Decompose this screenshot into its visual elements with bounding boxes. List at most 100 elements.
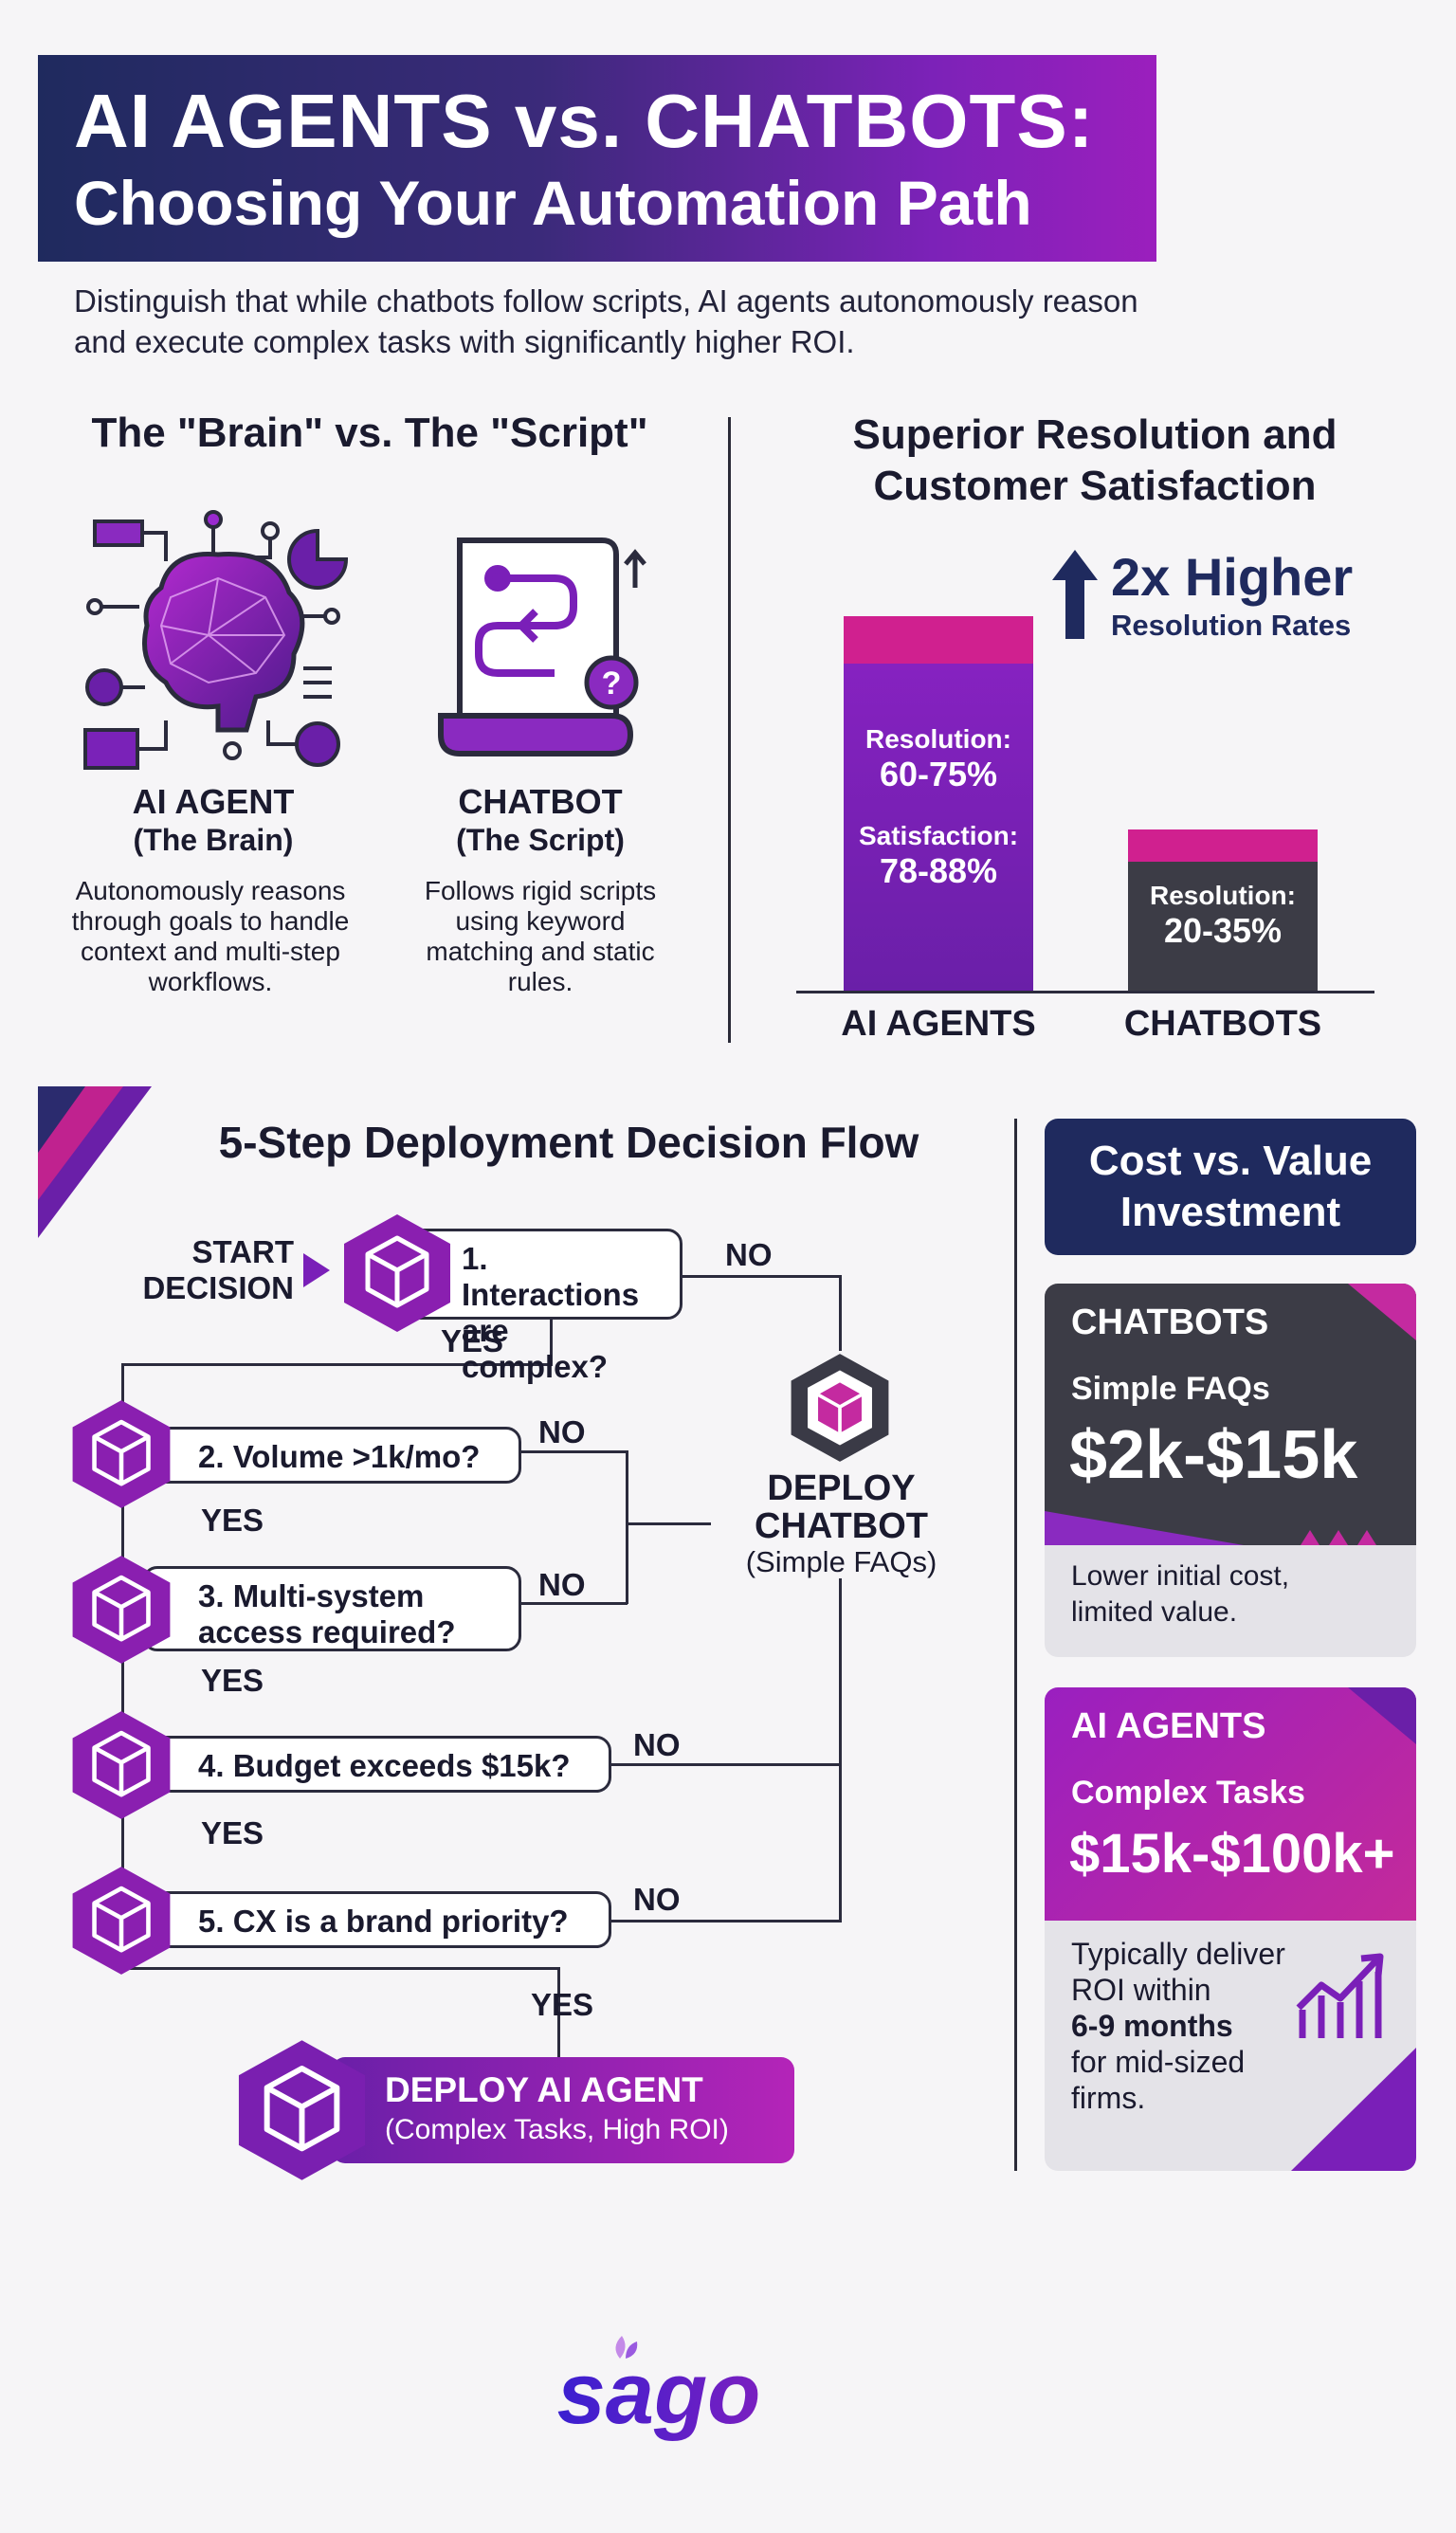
chatbots-price: $2k-$15k [1069, 1417, 1358, 1493]
agent-name: AI AGENT [132, 782, 295, 821]
bar-label-name: Resolution: [865, 724, 1011, 754]
step-4-box: 4. Budget exceeds $15k? [142, 1736, 611, 1793]
chatbot-outcome: DEPLOY CHATBOT (Simple FAQs) [720, 1469, 962, 1579]
axis-label-ai-agents: AI AGENTS [841, 1004, 1036, 1044]
yes-label-3: YES [201, 1663, 264, 1698]
header-banner: AI AGENTS vs. CHATBOTS: Choosing Your Au… [38, 55, 1156, 262]
step-3-box: 3. Multi-system access required? [142, 1566, 521, 1651]
agents-note-line3: for mid-sized [1071, 2045, 1246, 2079]
agents-cost-card: AI AGENTS Complex Tasks $15k-$100k+ Typi… [1045, 1687, 1416, 2171]
chatbots-cost-card: CHATBOTS Simple FAQs $2k-$15k Lower init… [1045, 1284, 1416, 1657]
cost-title-line1: Cost vs. Value [1088, 1138, 1373, 1184]
step-3-line2: access required? [198, 1614, 456, 1649]
sago-logo: sago [557, 2336, 761, 2442]
growth-chart-icon [1296, 1953, 1384, 2038]
bar-ai-agents: Resolution:60-75%Satisfaction:78-88% [844, 616, 1033, 991]
step-2-cube-icon [72, 1400, 171, 1508]
axis-label-chatbots: CHATBOTS [1123, 1004, 1322, 1044]
yes-label-5: YES [531, 1987, 594, 2022]
step-5-box: 5. CX is a brand priority? [142, 1891, 611, 1948]
step-3-cube-icon [72, 1556, 171, 1664]
resolution-title-line2: Customer Satisfaction [873, 463, 1317, 509]
step-3-line1: 3. Multi-system [198, 1578, 425, 1613]
flow-title: 5-Step Deployment Decision Flow [218, 1118, 919, 1167]
chatbot-description: Follows rigid scripts using keyword matc… [424, 876, 657, 996]
no-label-3: NO [538, 1567, 586, 1602]
no-label-4: NO [633, 1727, 681, 1762]
resolution-bar-chart: Resolution:60-75%Satisfaction:78-88%AI A… [796, 588, 1374, 1044]
step-2-line1: 2. Volume >1k/mo? [198, 1439, 481, 1474]
start-line1: START [191, 1234, 294, 1269]
line-3 [550, 1318, 553, 1365]
step-4-line1: 4. Budget exceeds $15k? [198, 1748, 571, 1783]
agents-card-header [1045, 1687, 1416, 1921]
cost-title-line2: Investment [1119, 1189, 1341, 1235]
corner-triangle-decoration [38, 1086, 152, 1238]
line-13 [121, 1967, 559, 1970]
agents-card-corner-bottom [1291, 2048, 1416, 2171]
chatbot-outcome-cube-icon [791, 1354, 889, 1462]
brain-section-title: The "Brain" vs. The "Script" [91, 410, 648, 456]
line-12 [607, 1920, 842, 1923]
agents-note-line1: Typically deliver [1071, 1937, 1285, 1971]
yes-label-4: YES [201, 1815, 264, 1850]
title-line1: AI AGENTS vs. CHATBOTS: [74, 79, 1095, 163]
chart-baseline [796, 991, 1374, 993]
divider-top [728, 417, 731, 1043]
agent-description: Autonomously reasons through goals to ha… [71, 876, 350, 996]
chatbots-card-stripe [1045, 1511, 1376, 1545]
agent-tag: (The Brain) [133, 823, 294, 857]
chatbots-note: Lower initial cost, limited value. [1071, 1558, 1289, 1631]
line-11 [607, 1763, 842, 1766]
line-2 [839, 1275, 842, 1351]
chatbot-outcome-line2: CHATBOT [755, 1506, 928, 1546]
line-14 [557, 1967, 560, 2057]
deploy-agent-box: DEPLOY AI AGENT (Complex Tasks, High ROI… [332, 2057, 794, 2163]
start-arrow-icon [303, 1253, 330, 1287]
brain-network-icon [83, 510, 349, 770]
no-label-5: NO [633, 1882, 681, 1917]
script-scroll-icon: ? [438, 538, 646, 756]
step-1-line1: 1. Interactions [462, 1241, 640, 1312]
chatbots-note-line2: limited value. [1071, 1596, 1238, 1628]
agents-note-bold: 6-9 months [1071, 2009, 1233, 2043]
step-5-cube-icon [72, 1867, 171, 1975]
cost-title: Cost vs. Value Investment [1045, 1119, 1416, 1255]
line-6 [517, 1450, 628, 1453]
start-line2: DECISION [142, 1270, 294, 1305]
subtitle: Distinguish that while chatbots follow s… [74, 283, 1138, 359]
agent-outcome-cube-icon [238, 2040, 366, 2180]
chatbot-name: CHATBOT [458, 782, 623, 821]
chatbot-tag: (The Script) [456, 823, 625, 857]
step-5-line1: 5. CX is a brand priority? [198, 1904, 569, 1939]
divider-bottom [1014, 1119, 1017, 2171]
line-9 [517, 1602, 628, 1605]
chatbot-outcome-line1: DEPLOY [767, 1468, 916, 1508]
resolution-title-line1: Superior Resolution and [852, 411, 1338, 458]
bar-label-value: 20-35% [1163, 911, 1283, 951]
bar-cap [844, 616, 1033, 664]
callout-big: 2x Higher [1111, 547, 1354, 607]
logo-text: sago [557, 2345, 761, 2442]
chatbots-note-line1: Lower initial cost, [1071, 1560, 1290, 1592]
chatbot-outcome-line3: (Simple FAQs) [745, 1545, 937, 1578]
arrow-up-icon [1052, 550, 1098, 639]
agents-price: $15k-$100k+ [1069, 1823, 1395, 1885]
line-4 [121, 1363, 553, 1366]
step-1-cube-icon [344, 1214, 450, 1332]
line-7 [626, 1450, 628, 1604]
step-2-box: 2. Volume >1k/mo? [142, 1427, 521, 1484]
line-10 [839, 1578, 842, 1920]
agents-use: Complex Tasks [1071, 1775, 1305, 1811]
bar-cap [1128, 829, 1318, 863]
agents-card-corner [1348, 1687, 1416, 1744]
bar-label-value: 60-75% [879, 755, 998, 793]
no-label-1: NO [725, 1237, 773, 1272]
start-label: START DECISION [133, 1234, 294, 1306]
agents-label: AI AGENTS [1071, 1706, 1266, 1746]
yes-label-2: YES [201, 1503, 264, 1538]
yes-label-1: YES [441, 1323, 504, 1358]
agents-note-line4: firms. [1071, 2081, 1146, 2115]
step-4-cube-icon [72, 1711, 171, 1819]
bar-label-name: Satisfaction: [858, 821, 1019, 850]
